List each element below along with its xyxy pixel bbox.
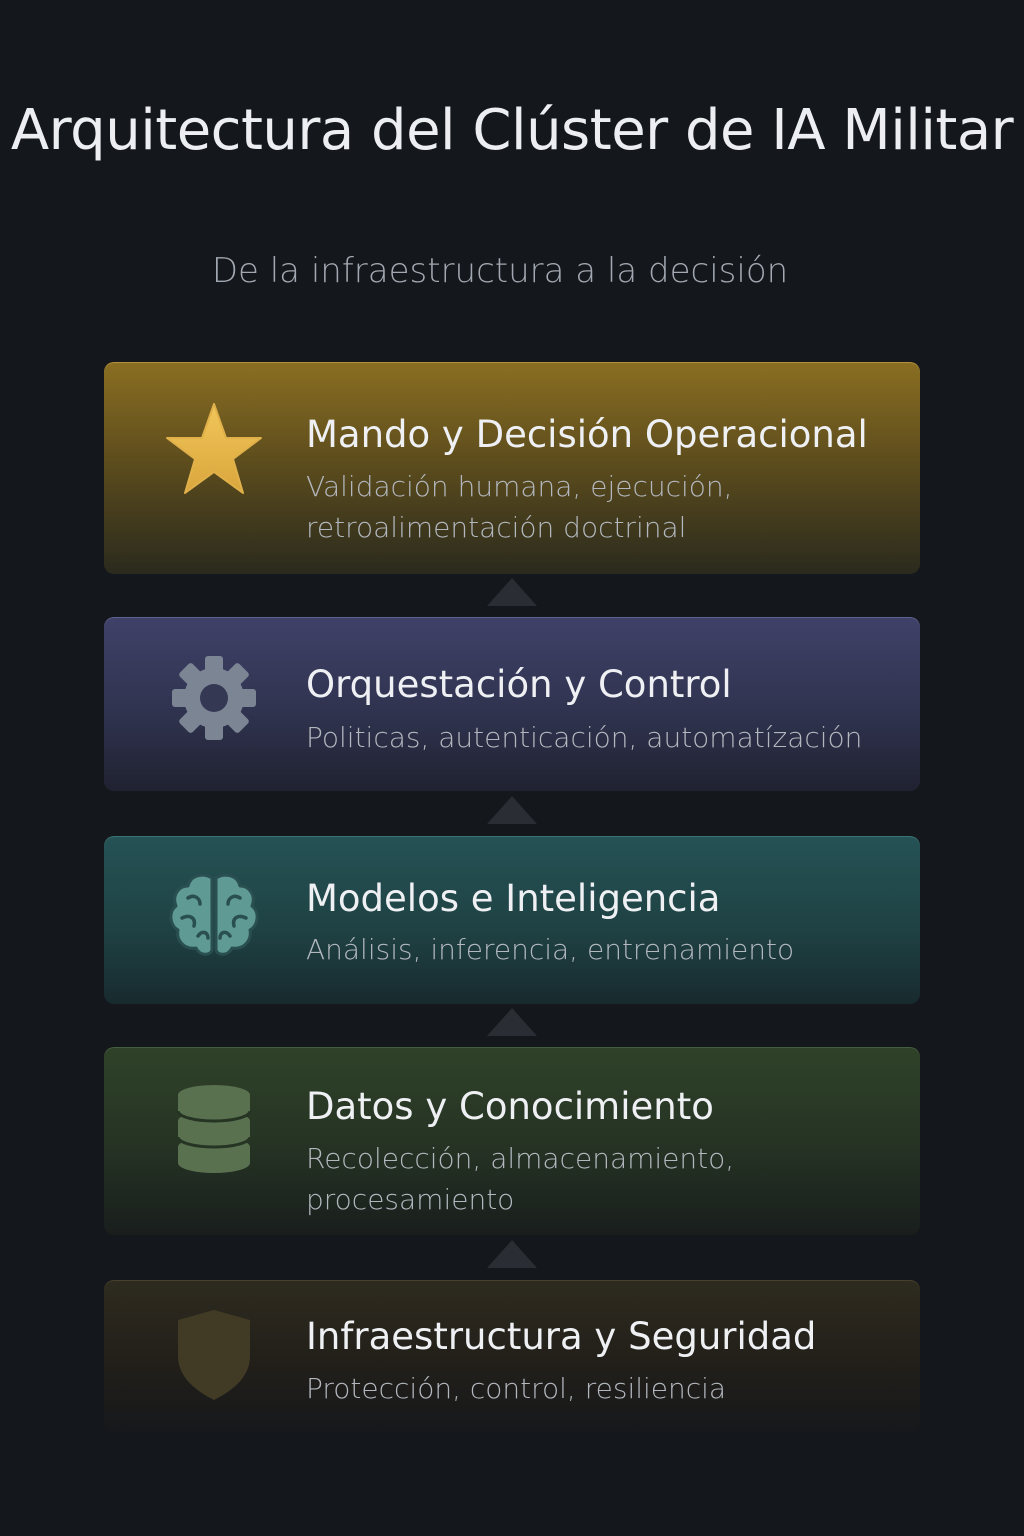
layer-command-decision: Mando y Decisión Operacional Validación … <box>104 362 920 574</box>
shield-icon <box>164 1304 264 1404</box>
layer-title: Orquestación y Control <box>306 663 732 706</box>
layer-title: Datos y Conocimiento <box>306 1085 714 1128</box>
layer-models-intelligence: Modelos e Inteligencia Análisis, inferen… <box>104 836 920 1004</box>
layer-orchestration-control: Orquestación y Control Politicas, autent… <box>104 617 920 791</box>
layer-description: Politicas, autenticación, automatízación <box>306 721 863 754</box>
layer-title: Mando y Decisión Operacional <box>306 413 868 456</box>
layer-description: Protección, control, resiliencia <box>306 1372 727 1405</box>
layer-title: Modelos e Inteligencia <box>306 877 721 920</box>
brain-icon <box>164 864 264 964</box>
layer-title: Infraestructura y Seguridad <box>306 1315 817 1358</box>
page-title: Arquitectura del Clúster de IA Militar <box>10 98 1014 163</box>
page-subtitle: De la infraestructura a la decisión <box>211 251 789 291</box>
star-icon <box>164 400 264 500</box>
arrow-up-icon <box>487 578 537 606</box>
layer-description: Recolección, almacenamiento, procesamien… <box>306 1142 735 1216</box>
arrow-up-icon <box>487 1240 537 1268</box>
arrow-up-icon <box>487 1008 537 1036</box>
layer-data-knowledge: Datos y Conocimiento Recolección, almace… <box>104 1047 920 1235</box>
arrow-up-icon <box>487 796 537 824</box>
layer-description: Validación humana, ejecución, retroalime… <box>306 470 733 544</box>
layer-infrastructure-security: Infraestructura y Seguridad Protección, … <box>104 1280 920 1432</box>
layer-description: Análisis, inferencia, entrenamiento <box>306 933 795 966</box>
gear-icon <box>164 648 264 748</box>
database-icon <box>164 1079 264 1179</box>
